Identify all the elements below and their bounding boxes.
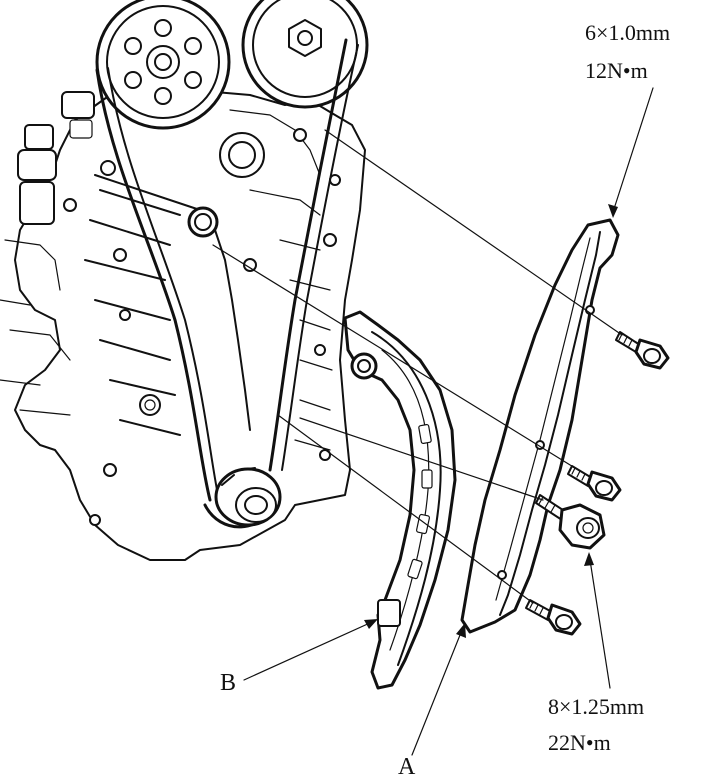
leader-label-a <box>411 623 466 756</box>
chain-guide-a <box>460 218 620 634</box>
block-bolt-bosses <box>63 128 341 526</box>
crankshaft-sprocket <box>214 467 282 527</box>
bottom-bolt-size-label: 8×1.25mm <box>548 694 644 719</box>
leader-top-spec <box>608 87 654 218</box>
leader-bottom-spec <box>584 552 611 689</box>
chain-guide-b <box>343 310 457 690</box>
part-a-label: A <box>398 754 416 776</box>
bottom-bolt-torque-label: 22N•m <box>548 730 611 755</box>
top-bolt-size-label: 6×1.0mm <box>585 20 670 45</box>
part-b-label: B <box>220 670 236 696</box>
assembly-lines <box>212 129 623 604</box>
bolt-guide-a-upper <box>615 331 670 370</box>
pivot-bolt-guide-b <box>535 494 606 550</box>
bolt-guide-b-upper <box>567 465 622 502</box>
top-bolt-torque-label: 12N•m <box>585 58 648 83</box>
leader-label-b <box>243 619 378 681</box>
camshaft-sprocket-left <box>95 0 231 130</box>
engine-block <box>0 87 366 561</box>
bolt-guide-a-lower <box>525 599 582 636</box>
